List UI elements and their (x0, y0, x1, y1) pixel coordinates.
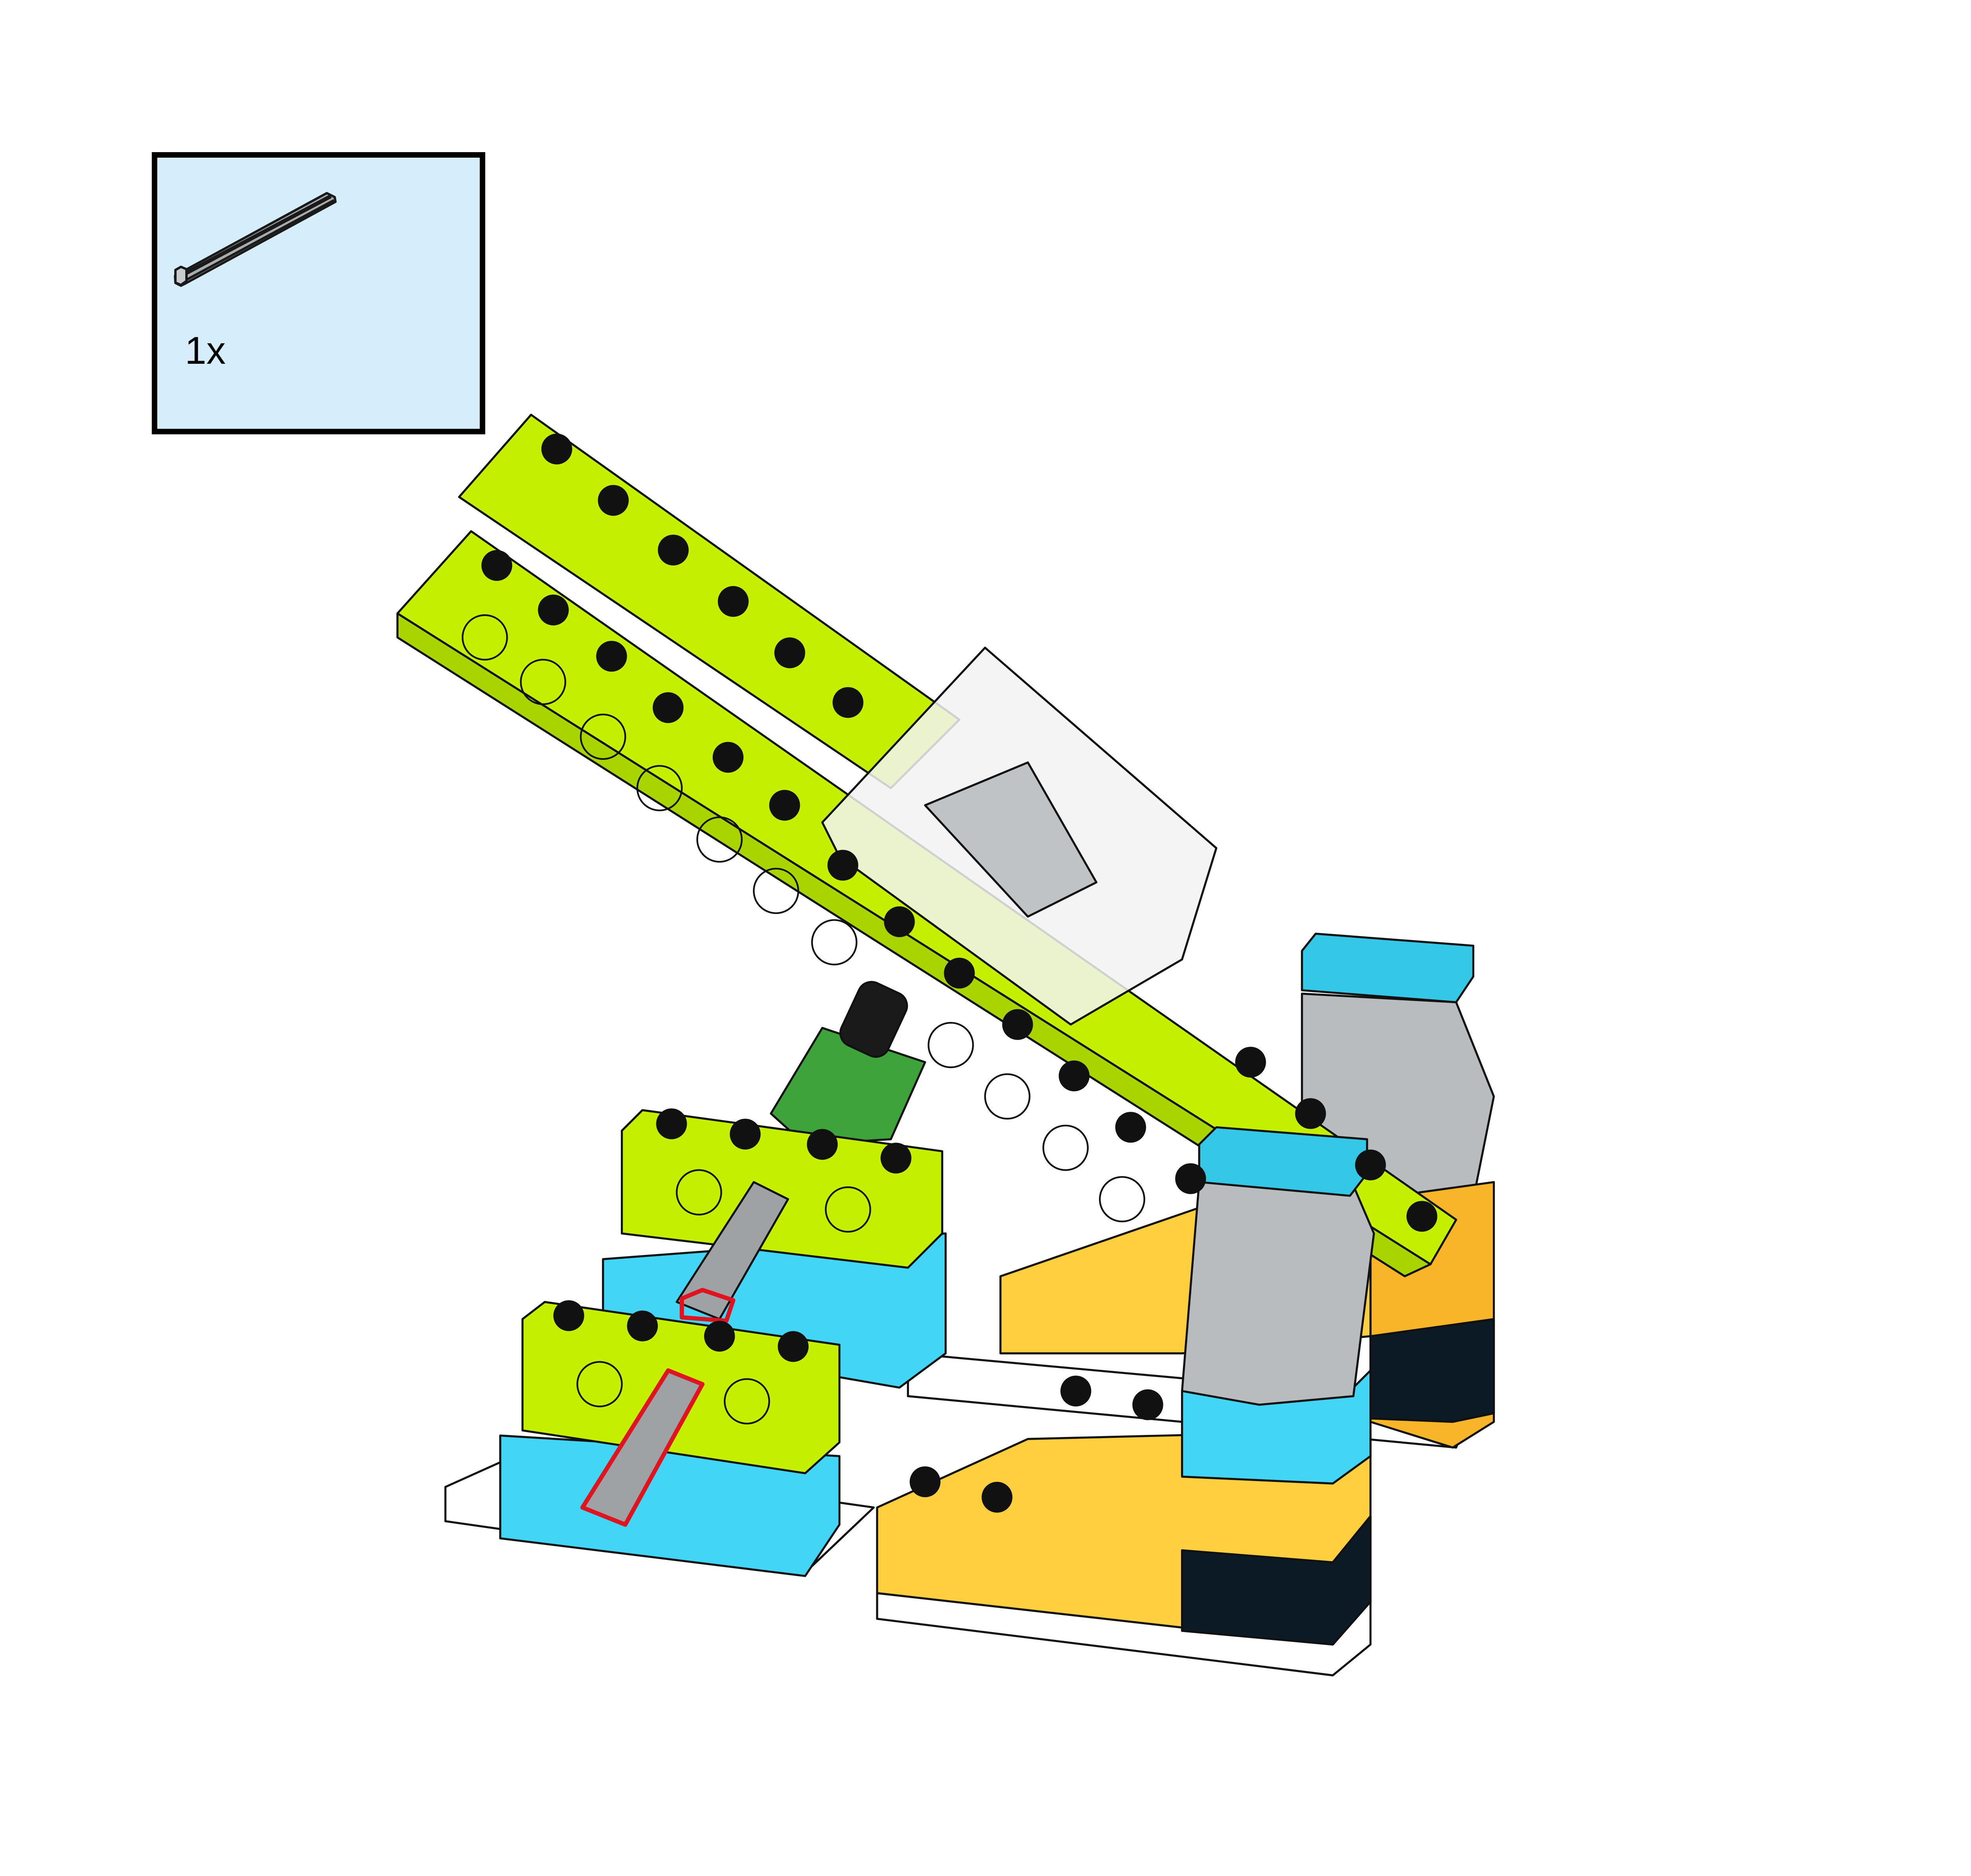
grey-axle-rear (675, 1181, 789, 1320)
beam-studs (481, 434, 1438, 1513)
beam-holes (462, 614, 1146, 1425)
part-quantity: 1x (185, 329, 226, 372)
grey-axle-front (580, 1368, 705, 1527)
axle-icon (174, 192, 337, 287)
parts-list-box: 1x (152, 152, 485, 434)
black-axle-pin (839, 981, 908, 1058)
axle-highlight-rear (680, 1288, 736, 1323)
black-brick (1181, 1515, 1372, 1646)
lime-brick-rear (620, 1109, 943, 1269)
grey-pillar-front (1181, 1181, 1375, 1406)
